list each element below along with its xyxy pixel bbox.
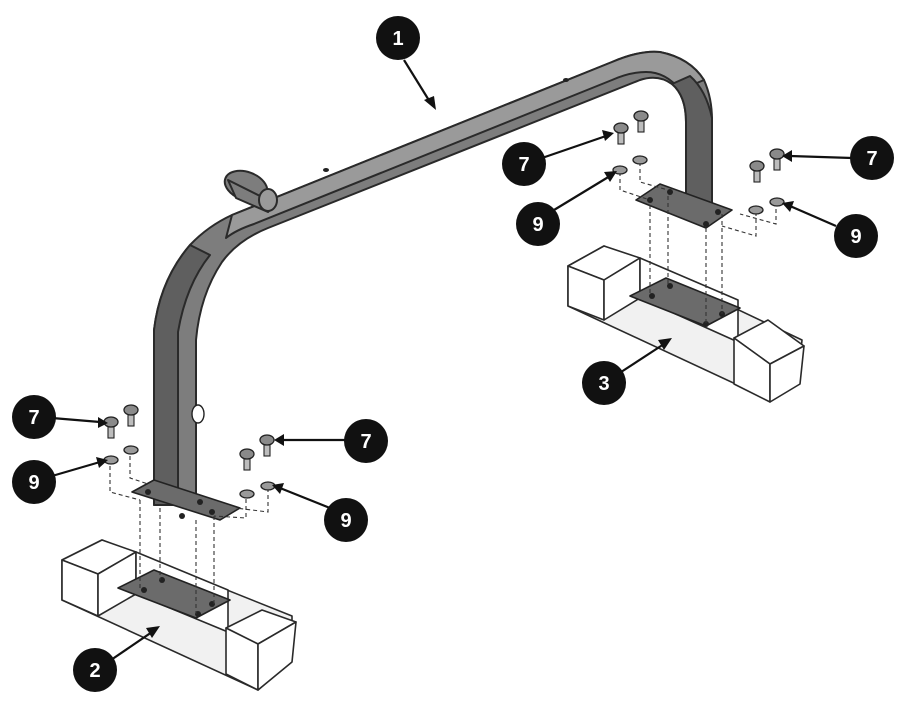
alignment-guides — [109, 162, 777, 614]
washer-icon — [612, 165, 628, 175]
hardware — [103, 110, 785, 499]
callout-washer-left-a: 9 — [12, 460, 56, 504]
callout-label: 9 — [850, 226, 861, 248]
bolt-icon — [103, 416, 119, 439]
bolt-icon — [259, 434, 275, 457]
callout-washer-left-b: 9 — [324, 498, 368, 542]
callout-bolt-left-b: 7 — [344, 419, 388, 463]
callout-washer-right-a: 9 — [516, 202, 560, 246]
washer-icon — [769, 197, 785, 207]
washer-icon — [632, 155, 648, 165]
callout-label: 1 — [392, 28, 403, 50]
callout-label: 9 — [28, 472, 39, 494]
callout-label: 9 — [532, 214, 543, 236]
leader-lines — [51, 59, 853, 663]
callout-foot-left: 2 — [73, 648, 117, 692]
callout-label: 7 — [360, 431, 371, 453]
bolt-icon — [749, 160, 765, 183]
washer-icon — [748, 205, 764, 215]
frame-tube — [153, 50, 713, 506]
callout-bolt-right-b: 7 — [850, 136, 894, 180]
left-mount-plate — [131, 479, 241, 521]
bolt-icon — [613, 122, 629, 145]
callout-frame: 1 — [376, 16, 420, 60]
callout-label: 3 — [598, 373, 609, 395]
right-mount-plate — [635, 183, 733, 229]
callout-label: 2 — [89, 660, 100, 682]
callout-bolt-left-a: 7 — [12, 395, 56, 439]
washer-icon — [123, 445, 139, 455]
bolt-icon — [123, 404, 139, 427]
callout-foot-right: 3 — [582, 361, 626, 405]
bolt-icon — [769, 148, 785, 171]
callout-label: 9 — [340, 510, 351, 532]
right-foot — [567, 245, 805, 403]
bolt-icon — [633, 110, 649, 133]
washer-icon — [239, 489, 255, 499]
left-foot — [61, 539, 297, 691]
callout-washer-right-b: 9 — [834, 214, 878, 258]
bolt-icon — [239, 448, 255, 471]
callout-label: 7 — [518, 154, 529, 176]
callout-label: 7 — [28, 407, 39, 429]
callout-bolt-right-a: 7 — [502, 142, 546, 186]
callout-label: 7 — [866, 148, 877, 170]
